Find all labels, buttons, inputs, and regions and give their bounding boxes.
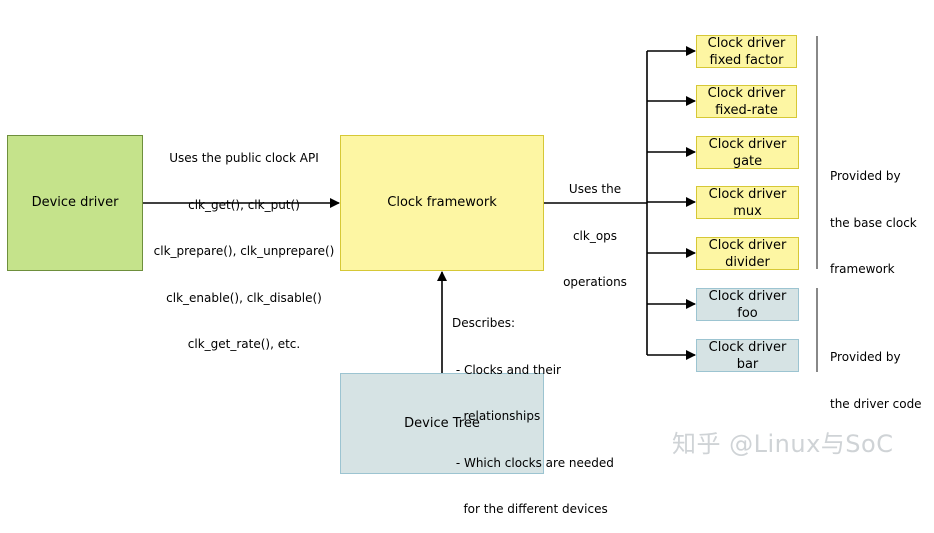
clock-framework-box: Clock framework xyxy=(340,135,544,271)
watermark: 知乎 @Linux与SoC xyxy=(672,430,894,458)
ops-text: Uses the clk_ops operations xyxy=(552,151,638,306)
driver-line1: Clock driver xyxy=(708,339,787,355)
device-tree-box: Device Tree xyxy=(340,373,544,474)
api-line: clk_enable(), clk_disable() xyxy=(166,290,322,305)
ops-line: Uses the xyxy=(568,182,622,196)
describes-line: Describes: xyxy=(452,316,516,330)
device-driver-box: Device driver xyxy=(7,135,143,271)
custom-label-line: the driver code xyxy=(830,396,922,411)
api-line: clk_prepare(), clk_unprepare() xyxy=(153,244,335,258)
driver-line1: Clock driver xyxy=(707,35,786,51)
base-label-line: the base clock xyxy=(830,215,917,230)
driver-line2: mux xyxy=(733,203,762,219)
connector-lines xyxy=(143,36,818,373)
driver-line1: Clock driver xyxy=(707,85,786,101)
ops-line: operations xyxy=(563,275,627,289)
driver-code-label: Provided by the driver code xyxy=(830,319,922,428)
device-tree-label: Device Tree xyxy=(404,415,480,431)
describes-line: relationships xyxy=(452,409,541,423)
driver-line2: fixed-rate xyxy=(715,102,778,118)
driver-line1: Clock driver xyxy=(708,288,787,304)
api-line: Uses the public clock API xyxy=(169,151,319,165)
describes-line: - Clocks and their xyxy=(452,362,561,377)
driver-line2: gate xyxy=(732,153,763,169)
base-framework-label: Provided by the base clock framework xyxy=(830,138,917,293)
driver-line2: divider xyxy=(725,254,770,270)
api-text: Uses the public clock API clk_get(), clk… xyxy=(146,120,342,368)
ops-line: clk_ops xyxy=(572,228,618,243)
clock-framework-label: Clock framework xyxy=(387,195,497,210)
describes-line: for the different devices xyxy=(452,502,608,516)
api-line: clk_get(), clk_put() xyxy=(188,197,300,212)
driver-line2: fixed factor xyxy=(709,52,784,68)
driver-line2: foo xyxy=(737,305,758,321)
base-label-line: framework xyxy=(830,262,895,276)
custom-label-line: Provided by xyxy=(830,350,901,364)
driver-line1: Clock driver xyxy=(708,136,787,152)
device-driver-label: Device driver xyxy=(31,195,119,210)
describes-text: Describes: - Clocks and their relationsh… xyxy=(452,285,614,533)
describes-line: - Which clocks are needed xyxy=(452,455,614,470)
driver-line1: Clock driver xyxy=(708,186,787,202)
driver-line1: Clock driver xyxy=(708,237,787,253)
base-label-line: Provided by xyxy=(830,169,901,183)
api-line: clk_get_rate(), etc. xyxy=(187,337,301,351)
driver-line2: bar xyxy=(736,356,759,372)
